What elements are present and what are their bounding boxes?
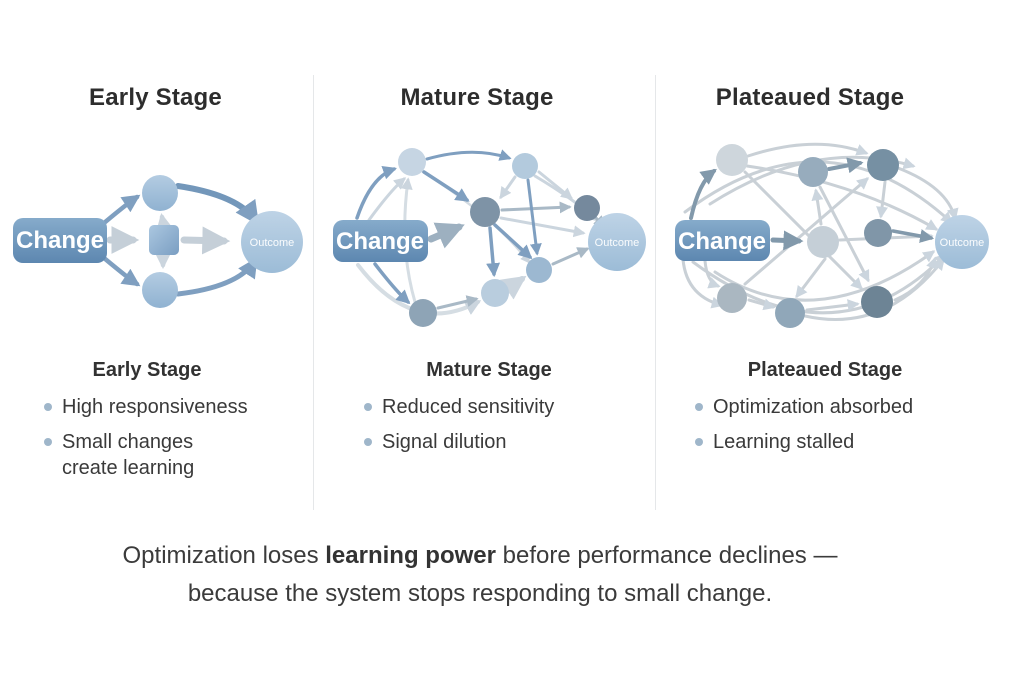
bullet-list: High responsiveness Small changes create… (0, 394, 313, 481)
bullet-dot-icon (44, 438, 52, 446)
network-node (470, 197, 500, 227)
change-node (675, 220, 770, 261)
bullet-dot-icon (695, 403, 703, 411)
bullet-dot-icon (364, 438, 372, 446)
caption-bold-text: learning power (325, 542, 496, 569)
panel-subheading: Mature Stage (426, 359, 552, 381)
network-node (574, 195, 600, 221)
network-node (142, 272, 178, 308)
bullet-text: Learning stalled (713, 431, 855, 453)
bullet-dot-icon (44, 403, 52, 411)
list-item: High responsiveness (44, 394, 313, 420)
network-node (775, 298, 805, 328)
list-item: Optimization absorbed (695, 394, 1024, 420)
panel-title: Early Stage (89, 84, 222, 111)
panel-mature-stage: Mature Stage (313, 0, 655, 520)
network-node (409, 299, 437, 327)
outcome-node (588, 213, 646, 271)
list-item: Small changes create learning (44, 429, 313, 481)
network-node (807, 226, 839, 258)
network-node (512, 153, 538, 179)
network-node (398, 148, 426, 176)
caption-line-1: Optimization loses learning power before… (0, 537, 960, 575)
panel-divider (313, 75, 314, 510)
panel-subheading: Early Stage (92, 359, 202, 381)
list-item: Learning stalled (695, 429, 1024, 455)
caption-text: Optimization loses (122, 542, 326, 569)
network-node (716, 144, 748, 176)
network-node (481, 279, 509, 307)
bullet-text: Small changes create learning (62, 431, 195, 479)
panel-subheading: Plateaued Stage (747, 359, 903, 381)
outcome-node (241, 211, 303, 273)
change-label: Change (336, 228, 424, 255)
panel-title: Plateaued Stage (715, 84, 905, 111)
network-node (798, 157, 828, 187)
panel-plateaued-stage: Plateaued Stage (655, 0, 1024, 520)
plateaued-stage-diagram: Change Outcome (675, 142, 989, 328)
network-node (864, 219, 892, 247)
network-node (861, 286, 893, 318)
caption-text: before performance declines — (495, 542, 838, 569)
bullet-list: Optimization absorbed Learning stalled (655, 394, 1024, 455)
bullet-text: Reduced sensitivity (382, 396, 555, 418)
panel-divider (655, 75, 656, 510)
mature-stage-diagram: Change Outcome (333, 148, 646, 327)
panel-early-stage: Early Stage Change Outcome Early Stage (0, 0, 313, 520)
outcome-label: Outcome (940, 237, 985, 249)
network-node (142, 175, 178, 211)
caption-line-2: because the system stops responding to s… (187, 580, 773, 607)
bullet-text: Signal dilution (382, 431, 507, 453)
outcome-label: Outcome (595, 237, 640, 249)
change-label: Change (16, 227, 104, 254)
change-node (13, 218, 107, 263)
bullet-list: Reduced sensitivity Signal dilution (313, 394, 655, 455)
change-label: Change (678, 228, 766, 255)
network-node (526, 257, 552, 283)
outcome-node (935, 215, 989, 269)
panel-title: Mature Stage (400, 84, 554, 111)
network-node (717, 283, 747, 313)
early-stage-diagram: Change Outcome (13, 175, 303, 308)
list-item: Reduced sensitivity (364, 394, 655, 420)
bullet-text: Optimization absorbed (713, 396, 914, 418)
change-node (333, 220, 428, 262)
bullet-dot-icon (364, 403, 372, 411)
edges (101, 183, 260, 297)
network-node-square (149, 225, 179, 255)
outcome-label: Outcome (250, 237, 295, 249)
caption: Optimization loses learning power before… (0, 537, 960, 613)
bullet-dot-icon (695, 438, 703, 446)
list-item: Signal dilution (364, 429, 655, 455)
network-node (867, 149, 899, 181)
bullet-text: High responsiveness (62, 396, 248, 418)
